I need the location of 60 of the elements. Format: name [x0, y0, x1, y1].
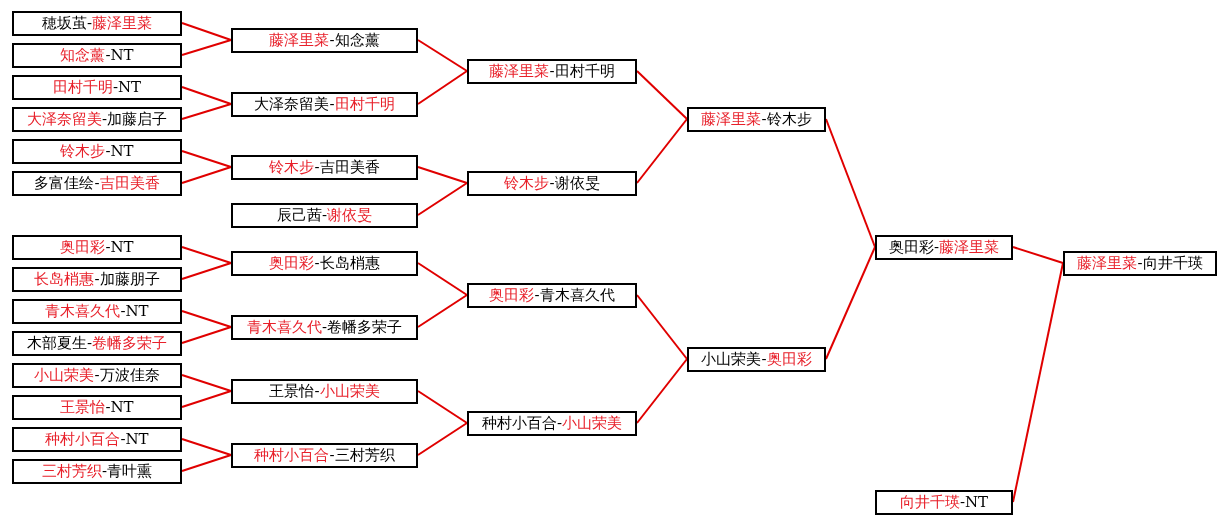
bracket-line — [181, 39, 232, 56]
match-box: 奥田彩-NT — [12, 234, 182, 260]
match-box: 木部夏生-卷幡多荣子 — [12, 330, 182, 356]
match-box: 藤泽里菜-铃木步 — [687, 106, 826, 132]
match-box: 藤泽里菜-田村千明 — [467, 58, 637, 84]
bracket-line — [417, 390, 468, 424]
match-box: 王景怡-NT — [12, 394, 182, 420]
bracket-line — [181, 166, 232, 184]
bracket-line — [825, 246, 876, 360]
match-box: 小山荣美-万波佳奈 — [12, 362, 182, 388]
bracket-line — [181, 150, 232, 168]
match-box: 种村小百合-三村芳织 — [231, 442, 418, 468]
bracket-line — [636, 294, 688, 360]
match-box: 穂坂茧-藤泽里菜 — [12, 10, 182, 36]
match-box: 三村芳织-青叶熏 — [12, 458, 182, 484]
match-box: 奥田彩-长岛梢惠 — [231, 250, 418, 276]
bracket-line — [181, 454, 232, 472]
match-box: 种村小百合-NT — [12, 426, 182, 452]
match-box: 田村千明-NT — [12, 74, 182, 100]
match-box: 种村小百合-小山荣美 — [467, 410, 637, 436]
bracket-line — [417, 39, 468, 72]
bracket-line — [417, 422, 468, 456]
match-box: 藤泽里菜-知念薰 — [231, 27, 418, 53]
bracket-line — [417, 70, 468, 105]
bracket-line — [181, 390, 232, 408]
match-box: 奥田彩-青木喜久代 — [467, 282, 637, 308]
match-box: 青木喜久代-NT — [12, 298, 182, 324]
bracket-line — [636, 118, 688, 184]
match-box: 铃木步-谢依旻 — [467, 170, 637, 196]
bracket-line — [181, 103, 232, 120]
match-box: 铃木步-吉田美香 — [231, 154, 418, 180]
match-box: 向井千瑛-NT — [875, 489, 1013, 515]
bracket-line — [417, 262, 468, 296]
bracket-line — [181, 246, 232, 264]
match-box: 大泽奈留美-加藤启子 — [12, 106, 182, 132]
bracket-line — [181, 262, 232, 280]
bracket-line — [181, 438, 232, 456]
bracket-line — [636, 358, 688, 424]
bracket-line — [417, 166, 468, 184]
match-box: 青木喜久代-卷幡多荣子 — [231, 314, 418, 340]
bracket-line — [181, 374, 232, 392]
bracket-line — [181, 310, 232, 328]
match-box: 辰己茜-谢依旻 — [231, 202, 418, 228]
bracket-line — [1012, 246, 1064, 264]
bracket-line — [181, 86, 232, 105]
match-box: 王景怡-小山荣美 — [231, 378, 418, 404]
bracket-line — [181, 22, 232, 41]
bracket-line — [417, 182, 468, 216]
match-box: 知念薰-NT — [12, 42, 182, 68]
bracket-line — [417, 294, 468, 328]
match-box: 小山荣美-奥田彩 — [687, 346, 826, 372]
match-box: 长岛梢惠-加藤朋子 — [12, 266, 182, 292]
match-box: 铃木步-NT — [12, 138, 182, 164]
match-box: 奥田彩-藤泽里菜 — [875, 234, 1013, 260]
bracket-line — [181, 326, 232, 344]
match-box: 多富佳绘-吉田美香 — [12, 170, 182, 196]
match-box: 大泽奈留美-田村千明 — [231, 91, 418, 117]
bracket-line — [825, 118, 876, 248]
match-box: 藤泽里菜-向井千瑛 — [1063, 250, 1217, 276]
bracket-line — [636, 70, 688, 120]
